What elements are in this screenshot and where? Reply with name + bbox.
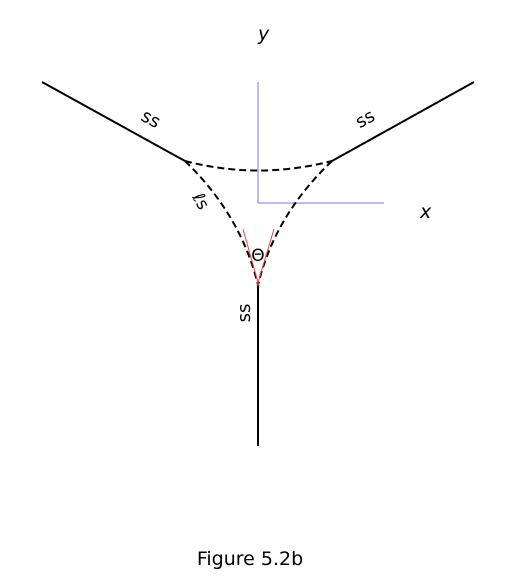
figure-caption: Figure 5.2b: [196, 548, 304, 570]
angle-label: Θ: [251, 246, 264, 266]
y-axis-label: y: [257, 23, 270, 45]
right-dashed-curve: [257, 160, 333, 286]
x-axis-label: x: [419, 201, 432, 223]
left-dashed-curve: [184, 160, 259, 286]
left-tangent-line: [242, 228, 260, 287]
left-solid-branch: [41, 81, 186, 162]
right-solid-branch: [331, 81, 475, 162]
top-dashed-curve: [184, 160, 333, 172]
left-branch-label: ss: [137, 105, 164, 132]
right-branch-label: ss: [352, 105, 379, 132]
right-tangent-line: [256, 228, 275, 287]
stem-label: ss: [234, 304, 255, 323]
dashed-left-label: ℓs: [187, 189, 213, 214]
